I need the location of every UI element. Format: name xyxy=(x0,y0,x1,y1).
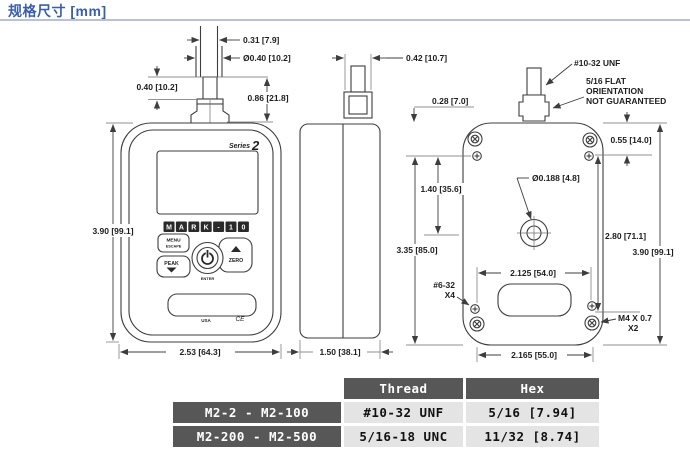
back-dimensions: #10-32 UNF 5/16 FLAT ORIENTATION NOT GUA… xyxy=(390,58,681,362)
dim-label-coupler-h: 0.40 [10.2] xyxy=(136,82,177,92)
corner-screw-icon xyxy=(467,131,483,147)
mark10-logo: M A R K - 1 0 xyxy=(163,221,249,232)
logo-letter: A xyxy=(179,225,184,232)
menu-button-label: MENU xyxy=(166,238,181,244)
peak-down-arrow-icon xyxy=(166,267,177,273)
hex-boss xyxy=(518,94,550,122)
corner-screw-icon xyxy=(469,316,485,332)
table-row-model: M2-200 - M2-500 xyxy=(173,426,341,447)
dim-label-height-right: 3.90 [99.1] xyxy=(632,247,673,257)
logo-letter: K xyxy=(204,225,209,232)
logo-letter: 1 xyxy=(229,225,233,232)
small-screw-icon xyxy=(470,304,480,314)
dim-label-height-left: 3.90 [99.1] xyxy=(92,226,133,236)
table-row-thread: 5/16-18 UNC xyxy=(344,426,463,447)
side-view-drawing xyxy=(299,54,381,339)
table-header-hex: Hex xyxy=(466,378,599,399)
keypad: MENU ESCAPE PEAK ZERO ENTER xyxy=(156,233,253,281)
table-row-thread: #10-32 UNF xyxy=(344,402,463,423)
front-dimensions: 0.31 [7.9] Ø0.40 [10.2] 0.40 [10.2] 0.86… xyxy=(86,35,293,359)
dim-label-front-width: 2.53 [64.3] xyxy=(179,347,220,357)
threaded-stud xyxy=(526,67,542,96)
front-view-drawing: Series 2 M A R K - 1 0 xyxy=(120,26,282,343)
callout-m4-1: M4 X 0.7 xyxy=(618,313,652,323)
dim-label-screw-span-v2: 2.80 [71.1] xyxy=(605,231,646,241)
thread-spec-table: Thread Hex M2-2 - M2-100 #10-32 UNF 5/16… xyxy=(173,378,599,447)
dim-label-mount-height: 3.35 [85.0] xyxy=(396,245,437,255)
zero-up-arrow-icon xyxy=(231,246,241,252)
side-dimensions: 0.42 [10.7] 1.50 [38.1] xyxy=(287,53,447,359)
table-header-thread: Thread xyxy=(344,378,463,399)
battery-slot xyxy=(497,283,572,317)
logo-letter: M xyxy=(166,225,172,232)
dim-label-side-width: 1.50 [38.1] xyxy=(319,347,360,357)
dim-label-boss-h: 0.28 [7.0] xyxy=(432,96,469,106)
callout-m4-2: X2 xyxy=(628,323,639,333)
mounting-hole xyxy=(517,216,551,250)
small-screw-icon xyxy=(587,301,597,311)
zero-button-label: ZERO xyxy=(229,258,243,264)
power-icon xyxy=(201,249,214,265)
small-screw-icon xyxy=(472,151,482,161)
series-number: 2 xyxy=(251,138,260,153)
table-row-model: M2-2 - M2-100 xyxy=(173,402,341,423)
peak-button xyxy=(156,255,191,278)
table-row-hex: 11/32 [8.74] xyxy=(466,426,599,447)
callout-screw-spec-1: #6-32 xyxy=(433,280,455,290)
page-title: 规格尺寸 [mm] xyxy=(8,3,107,19)
title-underline xyxy=(0,19,690,21)
dim-label-screw-top-offset: 0.55 [14.0] xyxy=(610,135,651,145)
table-corner-cell xyxy=(173,378,341,399)
logo-letter: 0 xyxy=(241,225,245,232)
menu-button xyxy=(157,233,190,253)
logo-letter: R xyxy=(191,225,196,232)
dim-label-shaft-dia: Ø0.40 [10.2] xyxy=(243,53,291,63)
dim-label-back-width: 2.165 [55.0] xyxy=(511,350,557,360)
callout-flat-2: ORIENTATION xyxy=(586,86,643,96)
series-label: Series xyxy=(229,143,250,150)
corner-screw-icon xyxy=(584,315,600,331)
table-row-hex: 5/16 [7.94] xyxy=(466,402,599,423)
lcd-screen xyxy=(156,150,259,215)
dim-label-screw-span-h: 2.125 [54.0] xyxy=(510,268,556,278)
small-screw-icon xyxy=(584,151,594,161)
peak-button-label: PEAK xyxy=(164,261,179,267)
ce-mark: CE xyxy=(235,316,245,323)
dim-label-boss-w: 0.42 [10.7] xyxy=(406,53,447,63)
battery-cover xyxy=(167,293,257,317)
dim-label-shaft-exposed: 0.86 [21.8] xyxy=(247,93,288,103)
enter-button-label: ENTER xyxy=(201,276,215,281)
dim-label-shaft-width: 0.31 [7.9] xyxy=(243,35,280,45)
corner-screw-icon xyxy=(582,132,598,148)
back-view-drawing xyxy=(462,67,604,346)
callout-flat-3: NOT GUARANTEED xyxy=(586,96,666,106)
callout-flat-1: 5/16 FLAT xyxy=(586,76,627,86)
escape-button-label: ESCAPE xyxy=(166,245,182,249)
callout-hole-dia: Ø0.188 [4.8] xyxy=(532,173,580,183)
callout-screw-spec-2: X4 xyxy=(445,290,456,300)
usa-label: USA xyxy=(201,318,211,323)
callout-thread-spec: #10-32 UNF xyxy=(574,58,620,68)
dim-label-screw-span-v: 1.40 [35.6] xyxy=(420,184,461,194)
zero-button xyxy=(218,237,253,273)
logo-letter: - xyxy=(217,225,220,232)
